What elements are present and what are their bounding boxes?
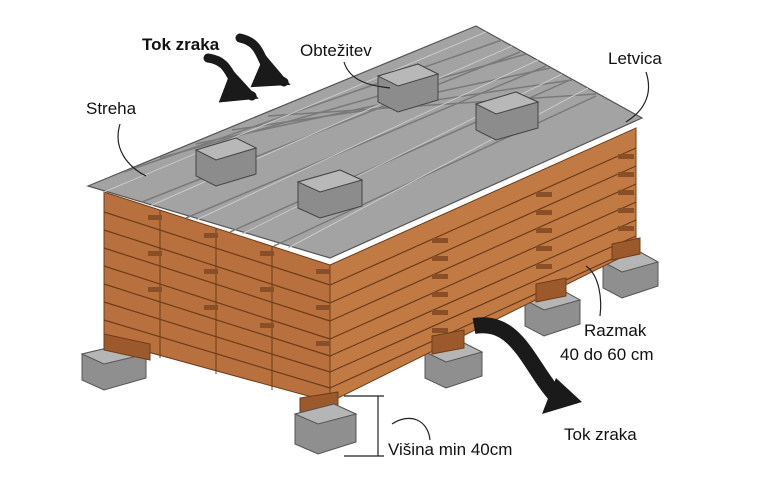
airflow-arrow-top bbox=[203, 33, 291, 103]
airflow-top-label: Tok zraka bbox=[142, 35, 220, 54]
weight-block-2 bbox=[296, 169, 364, 219]
height-leader bbox=[391, 417, 431, 441]
weight-block-4 bbox=[474, 91, 540, 141]
support-block-front-right bbox=[293, 403, 358, 455]
height-label: Višina min 40cm bbox=[388, 440, 512, 459]
support-block-back-right bbox=[601, 251, 660, 299]
roof-leader bbox=[117, 123, 147, 177]
weight-label: Obtežitev bbox=[300, 41, 372, 60]
airflow-bottom-label: Tok zraka bbox=[564, 425, 637, 444]
weight-leader bbox=[343, 61, 391, 89]
airflow-arrow-bottom bbox=[472, 317, 582, 414]
batten-label: Letvica bbox=[608, 49, 662, 68]
spacing-leader bbox=[585, 265, 602, 317]
batten-leader bbox=[625, 71, 650, 123]
spacing-label-line1: Razmak bbox=[584, 321, 647, 340]
height-dimension bbox=[344, 395, 384, 457]
lumber-stack bbox=[103, 127, 641, 419]
spacing-label-line2: 40 do 60 cm bbox=[560, 345, 654, 364]
roof-label: Streha bbox=[86, 99, 137, 118]
weight-block-3 bbox=[376, 63, 440, 113]
corrugated-roof bbox=[86, 25, 644, 259]
weight-block-1 bbox=[194, 137, 258, 187]
